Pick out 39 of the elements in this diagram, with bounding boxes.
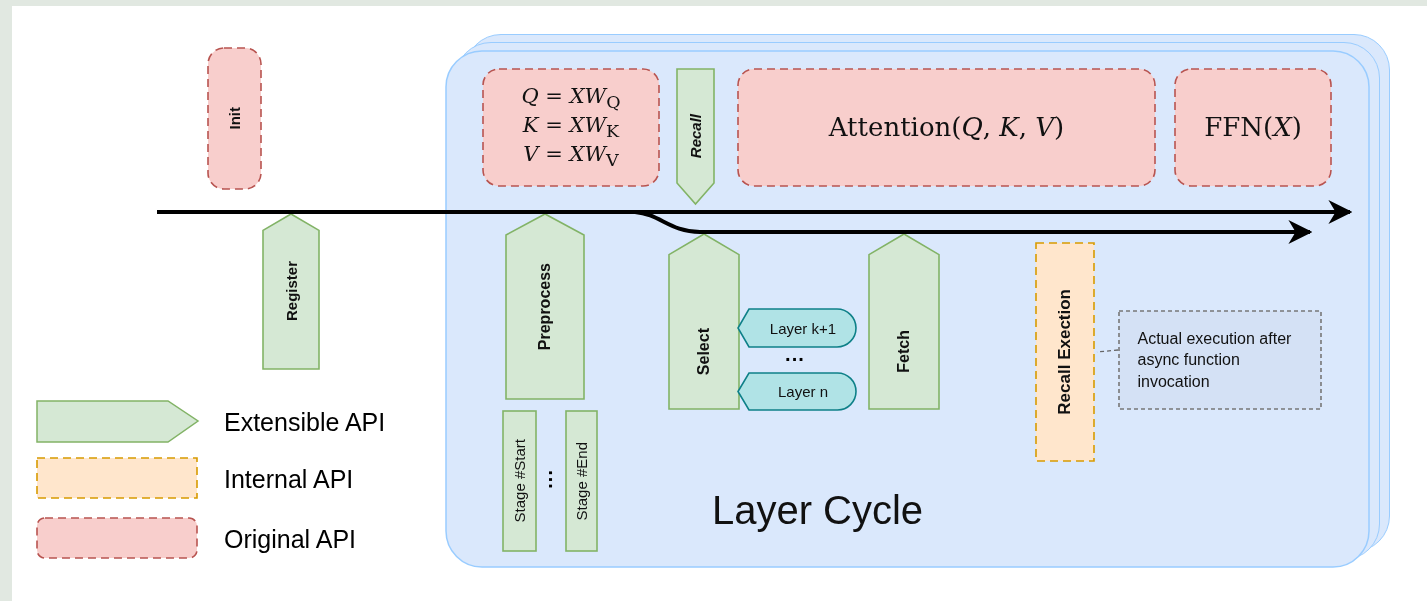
- node-label: Stage #Start: [511, 439, 528, 523]
- api-tag: [262, 213, 320, 370]
- node-label: Layer n: [777, 383, 828, 400]
- note-callout: [1118, 310, 1322, 410]
- node-label: Layer k+1: [769, 319, 837, 337]
- panel-title: Layer Cycle: [711, 487, 924, 533]
- node-label: Stage #End: [573, 441, 590, 521]
- api-box: [207, 47, 262, 190]
- formula-line: K = XW$_{K}$: [522, 112, 620, 143]
- api-box: [1035, 242, 1095, 462]
- node-label: Select: [695, 327, 713, 376]
- node-label: Init: [226, 107, 243, 130]
- legend-label: Original API: [224, 525, 356, 554]
- api-tag: [868, 233, 940, 410]
- formula-text: Attention(Q, K, V): [828, 111, 1065, 144]
- layer-tag: [737, 372, 857, 411]
- legend-label: Internal API: [224, 465, 354, 494]
- node-label: Actual execution after async function invocation: [1137, 328, 1293, 392]
- legend-label: Extensible API: [224, 408, 386, 437]
- ellipsis-label: ···: [538, 469, 562, 492]
- layer-cycle-panel: [445, 50, 1370, 568]
- formula-text: FFN(X): [1204, 111, 1302, 144]
- node-label: Preprocess: [536, 262, 554, 351]
- api-tag: [668, 233, 740, 410]
- formula-line: Q = XW$_{Q}$: [521, 83, 621, 113]
- stage-box: [502, 410, 537, 552]
- layer-tag: [737, 308, 857, 348]
- stage-box: [565, 410, 598, 552]
- node-label: Recall: [687, 114, 704, 159]
- node-label: Recall Exection: [1055, 289, 1075, 415]
- formula-box: [1174, 68, 1332, 187]
- formula-line: V = XW$_{V}$: [523, 142, 619, 172]
- api-tag: [676, 68, 715, 205]
- ellipsis-label: ···: [784, 348, 806, 370]
- formula-box: [482, 68, 660, 187]
- node-label: Fetch: [895, 330, 913, 373]
- node-label: Register: [282, 261, 300, 322]
- api-tag: [505, 213, 585, 400]
- formula-box: [737, 68, 1156, 187]
